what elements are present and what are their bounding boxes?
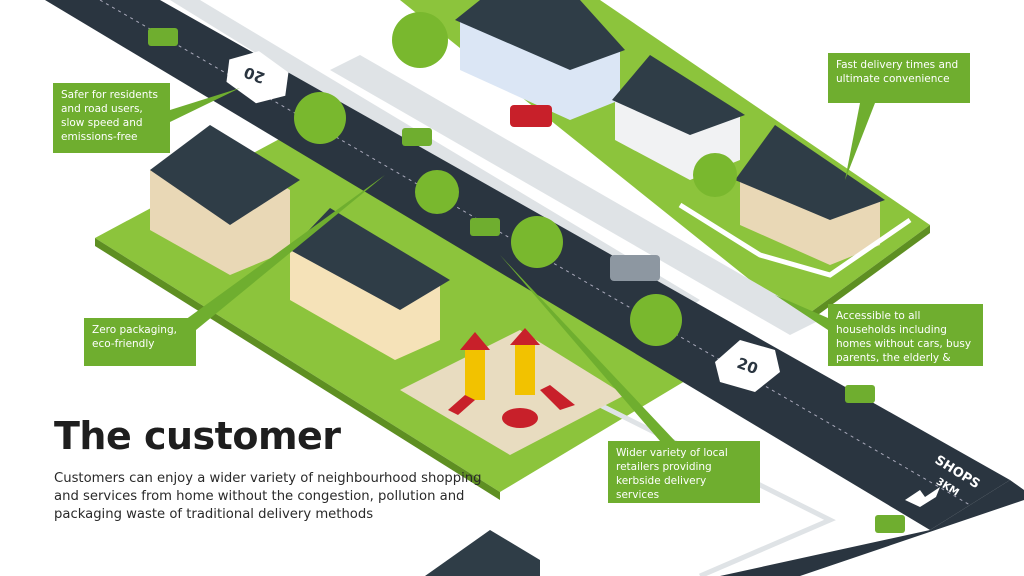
callout-fast-delivery: Fast delivery times and ultimate conveni… <box>828 53 970 103</box>
house <box>150 125 300 275</box>
grey-van <box>610 255 660 281</box>
grass-block-left-edge <box>95 238 500 500</box>
red-car <box>510 105 552 127</box>
house <box>735 125 885 265</box>
slide <box>448 395 475 415</box>
speed-limit-marking <box>226 51 289 104</box>
speed-limit-marking <box>715 340 780 392</box>
callout-safety: Safer for residents and road users, slow… <box>53 83 170 153</box>
trees <box>294 12 737 346</box>
grass-block-right-edge <box>800 225 930 328</box>
house <box>290 208 450 360</box>
playground-sandpit <box>400 330 625 455</box>
pavement-right <box>330 55 820 335</box>
callout-zero-packaging: Zero packaging, eco-friendly <box>84 318 196 366</box>
climbing-frame-roof <box>510 328 540 345</box>
callout-local-retailers: Wider variety of local retailers providi… <box>608 441 760 503</box>
callout-pointers <box>170 88 875 441</box>
house <box>455 0 625 120</box>
slide <box>540 385 575 410</box>
description: Customers can enjoy a wider variety of n… <box>54 471 482 522</box>
delivery-vehicles <box>148 28 905 533</box>
shops-arrow-icon <box>905 487 940 507</box>
page-title: The customer <box>54 414 341 458</box>
callout-accessible: Accessible to all households including h… <box>828 304 983 378</box>
climbing-frame-roof <box>460 332 490 350</box>
climbing-frame <box>515 345 535 395</box>
fence <box>678 202 912 278</box>
house <box>425 530 540 576</box>
play-tunnel <box>502 408 538 428</box>
climbing-frame <box>465 350 485 400</box>
